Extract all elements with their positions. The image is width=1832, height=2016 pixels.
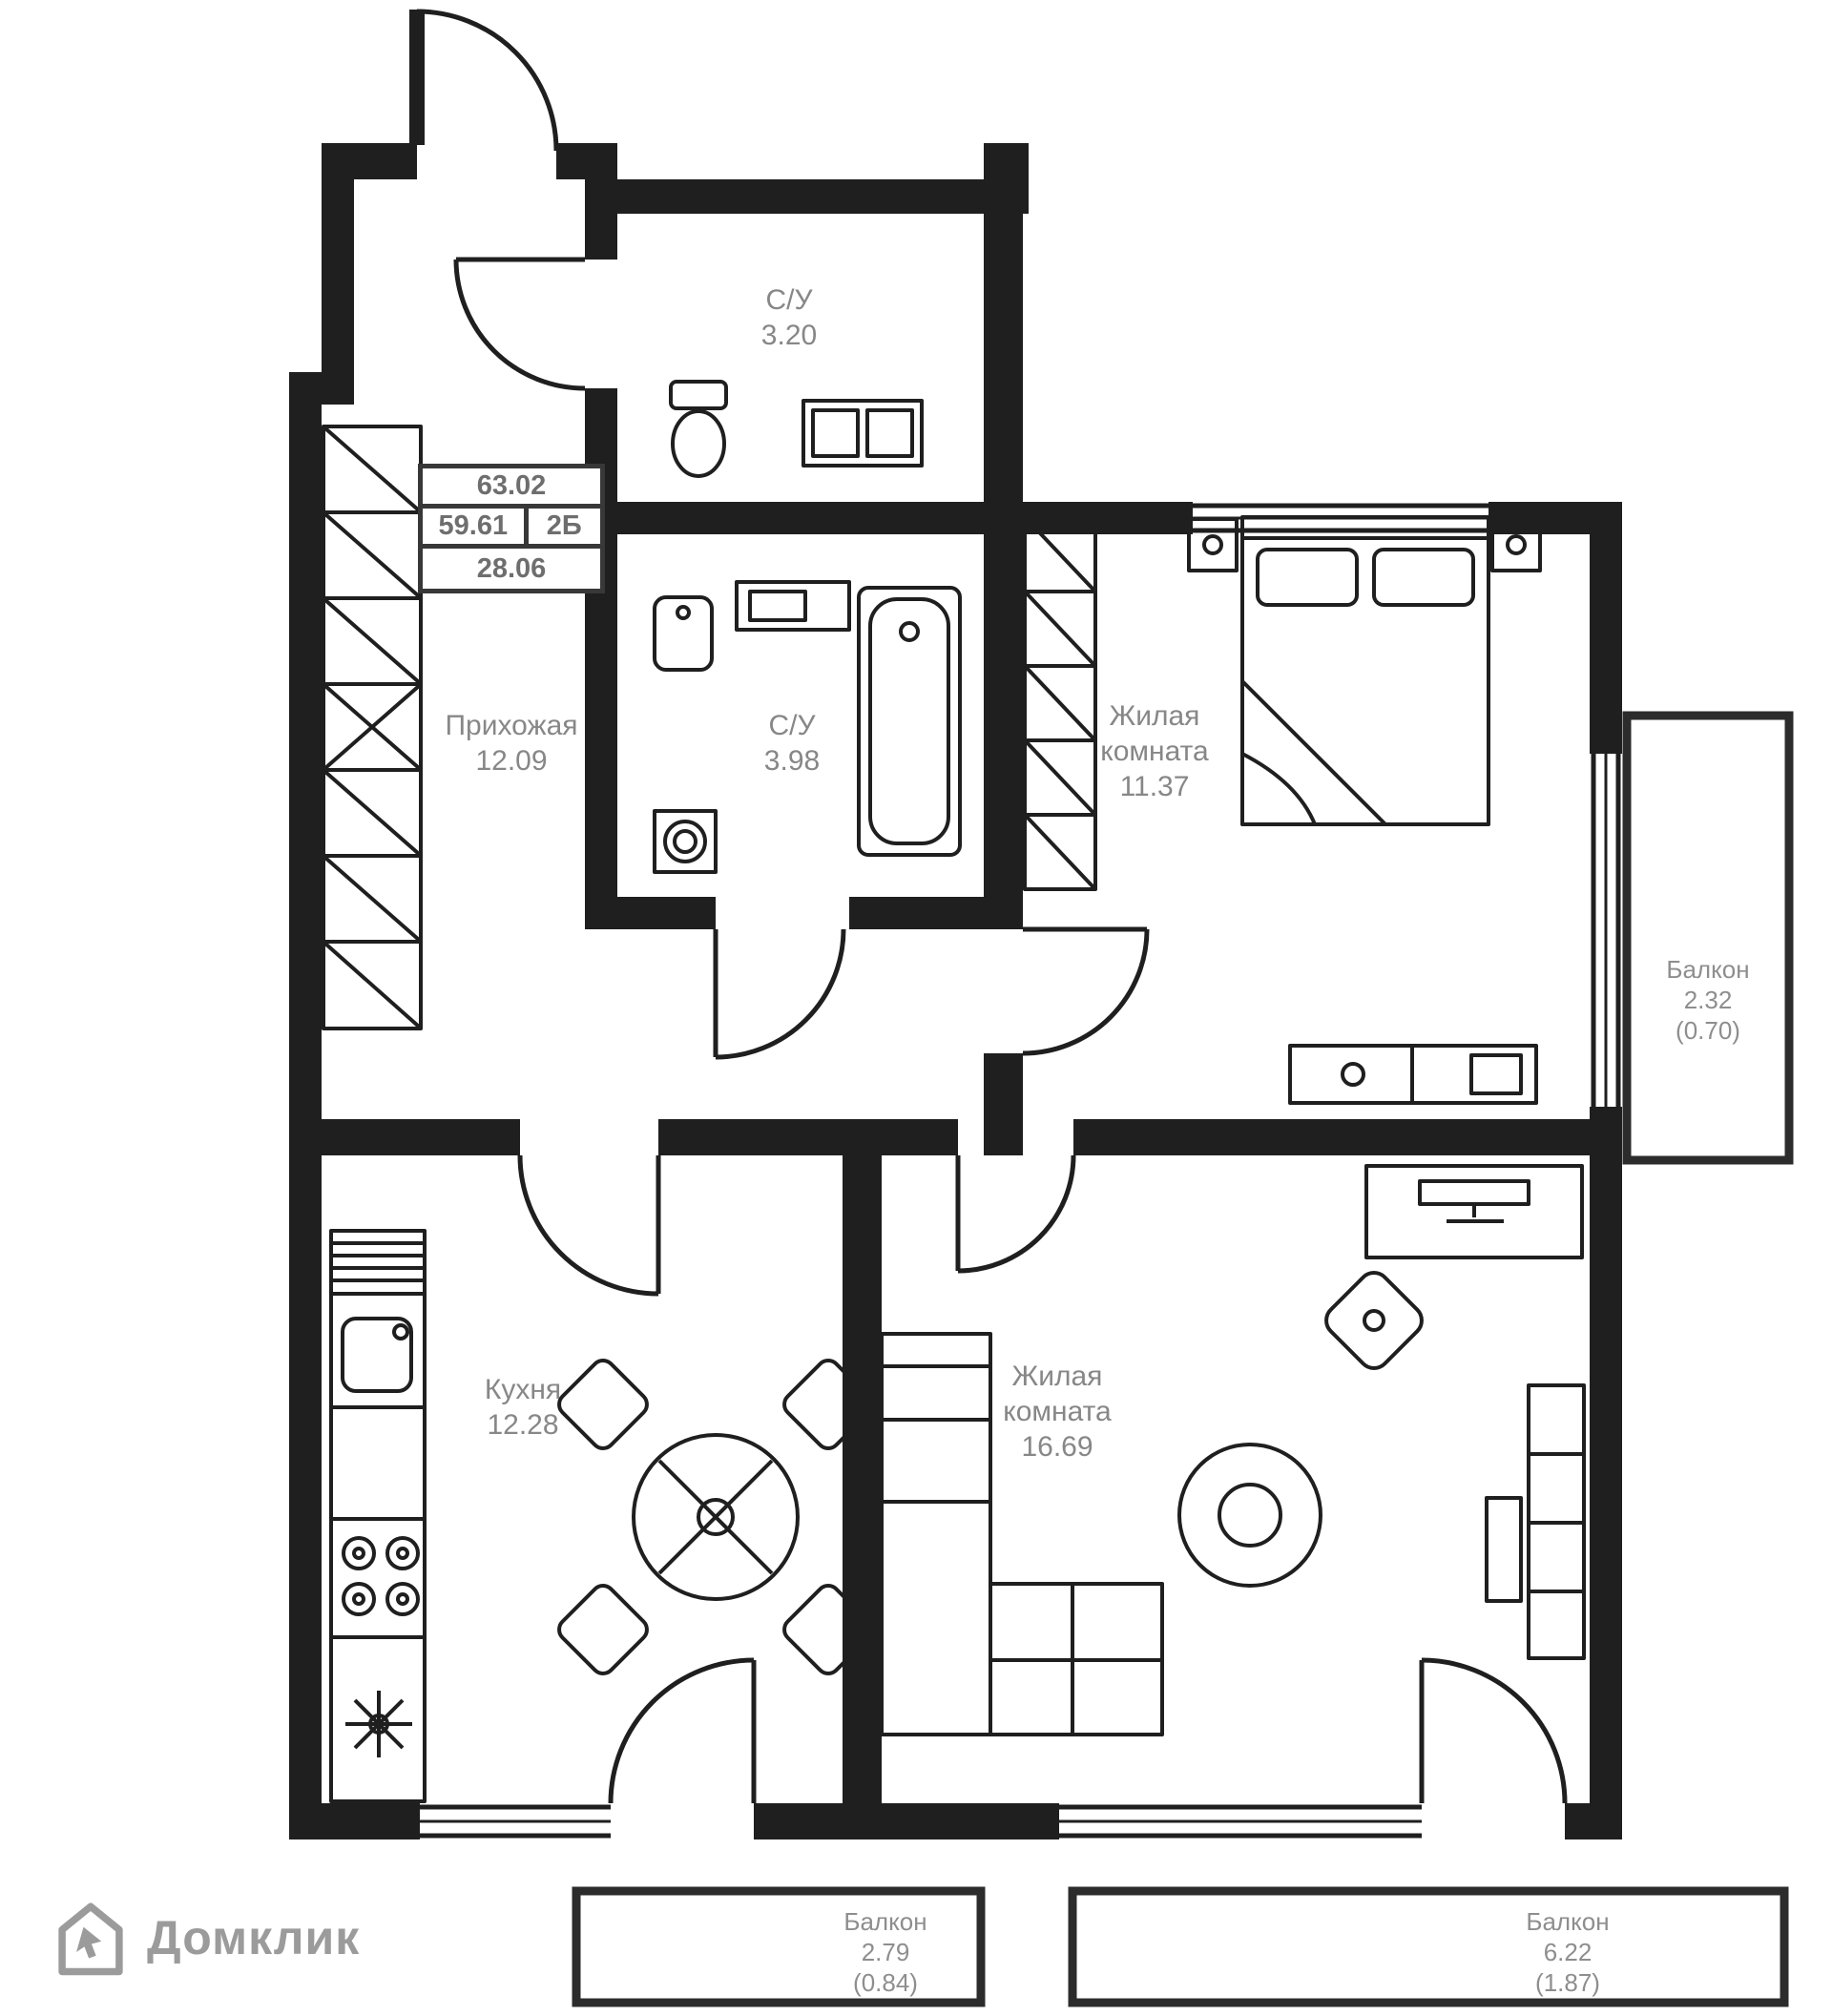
- domclick-logo: Домклик: [50, 1897, 360, 1979]
- domclick-logo-text: Домклик: [147, 1911, 361, 1964]
- window-bedroom-right: [1591, 754, 1621, 1107]
- room-label-su-mid: С/У 3.98: [764, 708, 820, 779]
- room-label-hallway: Прихожая 12.09: [445, 708, 577, 779]
- sofa: [880, 1332, 1164, 1736]
- entry-door-arc: [416, 9, 559, 152]
- desk-chair: [1324, 1271, 1424, 1370]
- nightstand-right: [1490, 517, 1542, 572]
- room-label-living-room: Жилая комната 16.69: [1003, 1359, 1111, 1465]
- door-kitchen: [517, 1154, 661, 1297]
- stamp-living-area: 59.61: [438, 510, 509, 541]
- room-area-reduced: (0.70): [1676, 1016, 1740, 1045]
- room-label-balcony-bottom-left: Балкон 2.79 (0.84): [843, 1906, 926, 1998]
- room-label-balcony-bottom-right: Балкон 6.22 (1.87): [1526, 1906, 1609, 1998]
- bedroom-wardrobe: [1023, 515, 1097, 891]
- area-stamp: 63.02 59.61 2Б 28.06: [418, 464, 605, 593]
- washer-dryer-unit: [802, 399, 924, 468]
- toilet: [669, 380, 728, 478]
- room-area: 12.09: [475, 745, 548, 777]
- window-kitchen-bottom: [420, 1804, 611, 1839]
- balcony-bottom-right-outline: [1068, 1886, 1789, 2007]
- room-area: 16.69: [1021, 1431, 1093, 1463]
- door-living: [955, 1154, 1076, 1274]
- room-name: Балкон: [1526, 1907, 1610, 1936]
- room-name: Кухня: [484, 1374, 562, 1405]
- room-area-reduced: (0.84): [853, 1968, 918, 1997]
- room-label-balcony-right: Балкон 2.32 (0.70): [1666, 954, 1749, 1046]
- furniture: [322, 380, 1586, 1803]
- kitchen-vent: [329, 1229, 427, 1296]
- room-area: 11.37: [1119, 771, 1190, 802]
- walls: [289, 10, 1622, 1839]
- hallway-wardrobe: [322, 425, 423, 1030]
- bed: [1240, 515, 1490, 826]
- tv-unit: [1485, 1383, 1586, 1660]
- desk: [1364, 1164, 1584, 1259]
- stamp-unit-type: 2Б: [523, 509, 600, 544]
- dining-table: [632, 1433, 800, 1601]
- kitchen-counter: [329, 1292, 427, 1803]
- room-name: Балкон: [1666, 955, 1750, 984]
- rug: [1177, 1443, 1322, 1588]
- room-area: 12.28: [487, 1409, 559, 1441]
- stamp-total-area: 63.02: [423, 468, 600, 509]
- room-area-reduced: (1.87): [1535, 1968, 1600, 1997]
- balcony-bottom-left-outline: [572, 1886, 986, 2007]
- room-name: Балкон: [843, 1907, 927, 1936]
- washing-machine: [653, 809, 718, 874]
- room-name: Жилая: [1011, 1361, 1103, 1392]
- doors: [416, 9, 1568, 1804]
- room-area: 6.22: [1543, 1938, 1593, 1966]
- room-name: Прихожая: [445, 710, 578, 741]
- entry-door-leaf: [409, 10, 425, 145]
- room-name: С/У: [768, 710, 816, 741]
- room-label-kitchen: Кухня 12.28: [485, 1372, 561, 1443]
- room-area: 3.20: [760, 320, 818, 351]
- nightstand-left: [1187, 517, 1239, 572]
- room-label-bedroom: Жилая комната 11.37: [1100, 698, 1208, 804]
- bathroom-sink: [653, 595, 714, 672]
- balconies: [572, 711, 1794, 2007]
- dining-chairs: [557, 1359, 874, 1675]
- door-su-mid: [713, 928, 846, 1060]
- door-su-top: [453, 257, 586, 391]
- domclick-house-icon: [58, 1902, 123, 1976]
- room-name: комната: [1100, 736, 1209, 767]
- kitchen-plant: [345, 1691, 412, 1757]
- stamp-middle-row: 59.61 2Б: [423, 509, 600, 549]
- door-kitchen-balcony: [608, 1657, 757, 1804]
- room-area: 2.32: [1683, 986, 1733, 1014]
- bathtub: [857, 586, 962, 857]
- room-label-su-top: С/У 3.20: [761, 282, 817, 353]
- bedroom-dresser: [1288, 1044, 1538, 1105]
- stove: [342, 1536, 420, 1616]
- balcony-right-outline: [1622, 711, 1794, 1165]
- kitchen-sink: [341, 1317, 413, 1393]
- room-name: Жилая: [1109, 700, 1200, 732]
- room-name: С/У: [765, 284, 813, 316]
- windows: [420, 503, 1621, 1839]
- room-area: 2.79: [861, 1938, 910, 1966]
- room-name: комната: [1003, 1396, 1112, 1427]
- door-bedroom: [1022, 926, 1150, 1056]
- stamp-third-value: 28.06: [476, 552, 547, 584]
- bathroom-counter: [735, 580, 851, 632]
- room-area: 3.98: [763, 745, 821, 777]
- window-living-bottom: [1059, 1804, 1422, 1839]
- door-living-balcony: [1419, 1657, 1568, 1804]
